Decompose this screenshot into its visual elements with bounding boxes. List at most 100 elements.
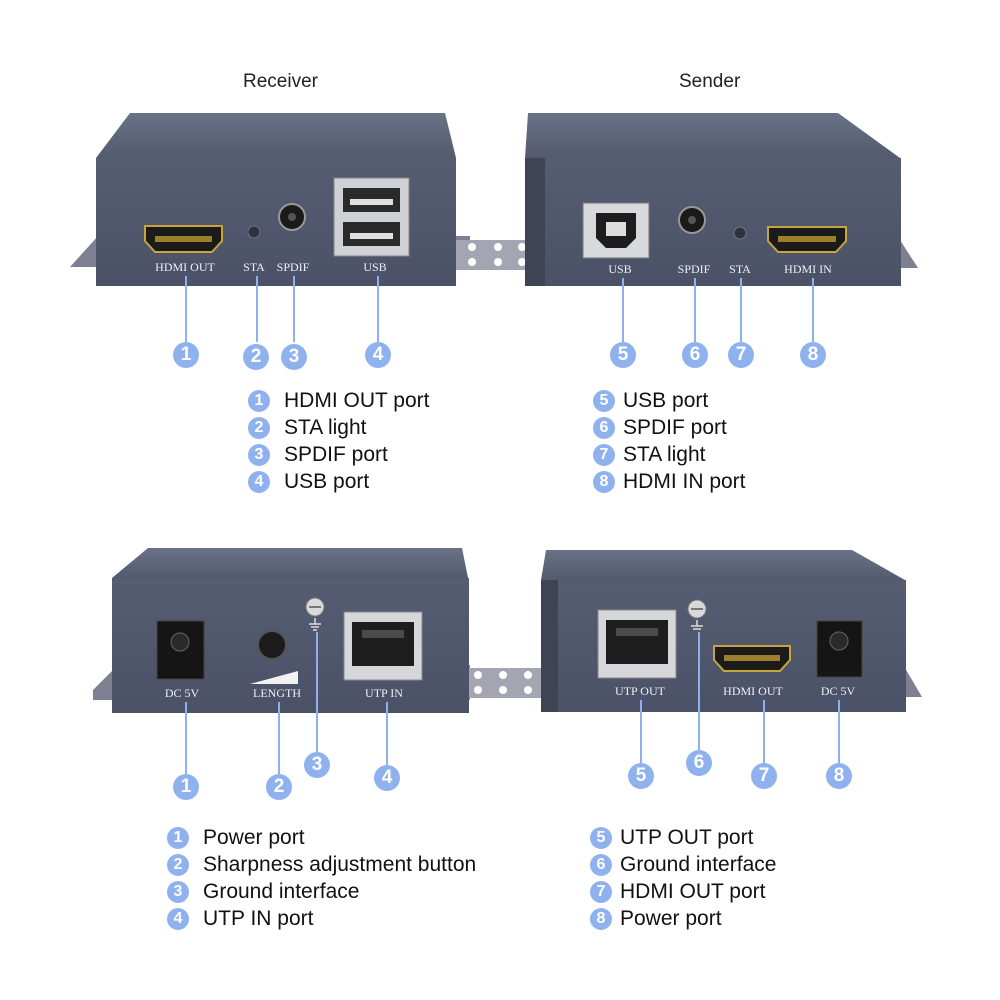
legend-item: 6 Ground interface: [590, 851, 776, 878]
port-label-hdmi-out: HDMI OUT: [723, 684, 783, 698]
receiver-legend-bottom: 1 Power port 2 Sharpness adjustment button…: [167, 824, 476, 932]
leader-line: [293, 276, 295, 342]
port-label-spdif: SPDIF: [276, 260, 310, 274]
legend-number: 2: [167, 853, 189, 876]
leader-line: [763, 700, 765, 763]
legend-text: Sharpness adjustment button: [203, 852, 477, 876]
legend-number: 6: [593, 416, 615, 439]
port-label-utp-out: UTP OUT: [615, 684, 665, 698]
legend-text: Power port: [203, 825, 305, 849]
legend-number: 8: [593, 470, 615, 493]
legend-number: 7: [593, 443, 615, 466]
callout-badge: 7: [728, 342, 754, 368]
legend-number: 8: [590, 907, 612, 930]
legend-number: 3: [167, 880, 189, 903]
callout-badge: 2: [266, 774, 292, 800]
callout-badge: 6: [686, 750, 712, 776]
legend-item: 3 SPDIF port: [248, 441, 429, 468]
legend-item: 2 Sharpness adjustment button: [167, 851, 476, 878]
legend-text: HDMI OUT port: [620, 879, 766, 903]
leader-line: [698, 632, 700, 750]
legend-number: 4: [248, 470, 270, 493]
top-receiver-device: [70, 113, 545, 286]
legend-text: USB port: [623, 388, 709, 412]
legend-number: 5: [593, 389, 615, 412]
port-label-hdmi-in: HDMI IN: [784, 262, 832, 276]
legend-item: 4 UTP IN port: [167, 905, 476, 932]
port-label-utp-in: UTP IN: [365, 686, 403, 700]
legend-text: Ground interface: [620, 852, 777, 876]
legend-text: SPDIF port: [284, 442, 388, 466]
leader-line: [256, 276, 258, 342]
legend-text: UTP OUT port: [620, 825, 754, 849]
port-label-usb: USB: [363, 260, 387, 274]
legend-number: 2: [248, 416, 270, 439]
legend-number: 1: [248, 389, 270, 412]
callout-badge: 3: [281, 344, 307, 370]
leader-line: [278, 702, 280, 774]
callout-badge: 8: [826, 763, 852, 789]
leader-line: [640, 700, 642, 763]
leader-line: [185, 276, 187, 342]
port-label-hdmi-out: HDMI OUT: [155, 260, 215, 274]
port-label-sta: STA: [729, 262, 751, 276]
legend-number: 7: [590, 880, 612, 903]
legend-item: 8 HDMI IN port: [593, 468, 746, 495]
legend-item: 5 UTP OUT port: [590, 824, 776, 851]
port-label-dc-5v: DC 5V: [164, 686, 200, 700]
legend-text: HDMI OUT port: [284, 388, 430, 412]
leader-line: [386, 702, 388, 765]
legend-item: 8 Power port: [590, 905, 776, 932]
legend-text: Power port: [620, 906, 722, 930]
legend-item: 7 HDMI OUT port: [590, 878, 776, 905]
callout-badge: 6: [682, 342, 708, 368]
bottom-sender-device: [541, 550, 922, 712]
sender-title: Sender: [679, 71, 741, 92]
legend-number: 4: [167, 907, 189, 930]
callout-badge: 3: [304, 752, 330, 778]
legend-text: STA light: [284, 415, 367, 439]
bottom-receiver-device: [93, 548, 548, 713]
callout-badge: 4: [365, 342, 391, 368]
leader-line: [812, 278, 814, 342]
leader-line: [622, 278, 624, 342]
leader-line: [838, 700, 840, 763]
port-label-usb: USB: [608, 262, 632, 276]
receiver-title: Receiver: [243, 71, 318, 92]
legend-text: STA light: [623, 442, 706, 466]
legend-text: UTP IN port: [203, 906, 314, 930]
legend-item: 3 Ground interface: [167, 878, 476, 905]
callout-badge: 4: [374, 765, 400, 791]
port-label-dc-5v: DC 5V: [820, 684, 856, 698]
legend-text: SPDIF port: [623, 415, 727, 439]
leader-line: [740, 278, 742, 342]
legend-number: 1: [167, 826, 189, 849]
legend-number: 5: [590, 826, 612, 849]
callout-badge: 5: [610, 342, 636, 368]
callout-badge: 8: [800, 342, 826, 368]
leader-line: [316, 632, 318, 752]
legend-text: USB port: [284, 469, 370, 493]
port-label-spdif: SPDIF: [677, 262, 711, 276]
legend-item: 7 STA light: [593, 441, 746, 468]
legend-number: 6: [590, 853, 612, 876]
callout-badge: 7: [751, 763, 777, 789]
legend-item: 5 USB port: [593, 387, 746, 414]
legend-item: 1 HDMI OUT port: [248, 387, 429, 414]
port-label-length: LENGTH: [253, 686, 301, 700]
legend-text: HDMI IN port: [623, 469, 746, 493]
leader-line: [377, 276, 379, 342]
callout-badge: 1: [173, 342, 199, 368]
legend-item: 2 STA light: [248, 414, 429, 441]
callout-badge: 2: [243, 344, 269, 370]
sender-legend-bottom: 5 UTP OUT port 6 Ground interface 7 HDMI OU…: [590, 824, 776, 932]
sender-legend-top: 5 USB port 6 SPDIF port 7 STA light 8 HDMI I…: [593, 387, 746, 495]
legend-number: 3: [248, 443, 270, 466]
top-sender-device: [525, 113, 918, 286]
callout-badge: 5: [628, 763, 654, 789]
leader-line: [185, 702, 187, 774]
legend-text: Ground interface: [203, 879, 360, 903]
port-label-sta: STA: [243, 260, 265, 274]
